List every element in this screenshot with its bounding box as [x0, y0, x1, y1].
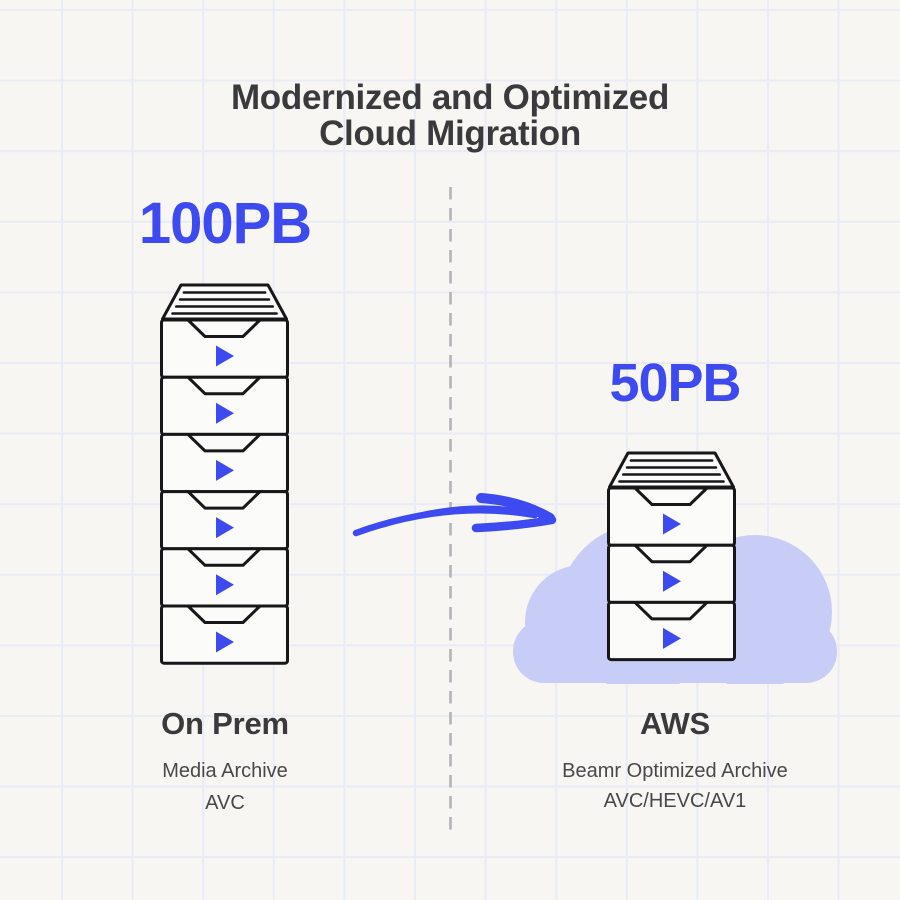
- drawer: [160, 375, 289, 436]
- play-icon: [663, 513, 681, 535]
- page-title-line1: Modernized and Optimized: [230, 78, 670, 117]
- left-codecs-label: AVC: [205, 792, 245, 814]
- drawer: [160, 490, 289, 551]
- right-platform-label: AWS: [639, 706, 710, 741]
- page-title-line2: Cloud Migration: [319, 114, 581, 153]
- right-codecs-label: AVC/HEVC/AV1: [603, 790, 747, 812]
- page-title: Modernized and Optimized Cloud Migration: [0, 80, 900, 152]
- play-icon: [216, 459, 234, 481]
- drawer: [160, 604, 289, 665]
- left-capacity-label: 100PB: [138, 191, 312, 256]
- play-icon: [216, 345, 234, 367]
- drawer: [160, 318, 289, 379]
- play-icon: [216, 631, 234, 653]
- play-icon: [663, 570, 681, 592]
- migration-arrow-icon: [352, 493, 557, 537]
- play-icon: [216, 402, 234, 424]
- left-platform-label: On Prem: [161, 706, 289, 741]
- drawer: [607, 543, 736, 604]
- play-icon: [216, 517, 234, 539]
- right-capacity-label: 50PB: [609, 353, 741, 413]
- play-icon: [663, 627, 681, 649]
- drawer: [607, 600, 736, 662]
- play-icon: [216, 574, 234, 596]
- archive-stack-icon-left: [160, 283, 289, 665]
- right-archive-type-label: Beamr Optimized Archive: [562, 760, 788, 782]
- drawer: [607, 486, 736, 547]
- left-archive-type-label: Media Archive: [162, 760, 288, 782]
- drawer: [160, 547, 289, 608]
- archive-stack-icon-right: [607, 451, 736, 662]
- drawer: [160, 432, 289, 494]
